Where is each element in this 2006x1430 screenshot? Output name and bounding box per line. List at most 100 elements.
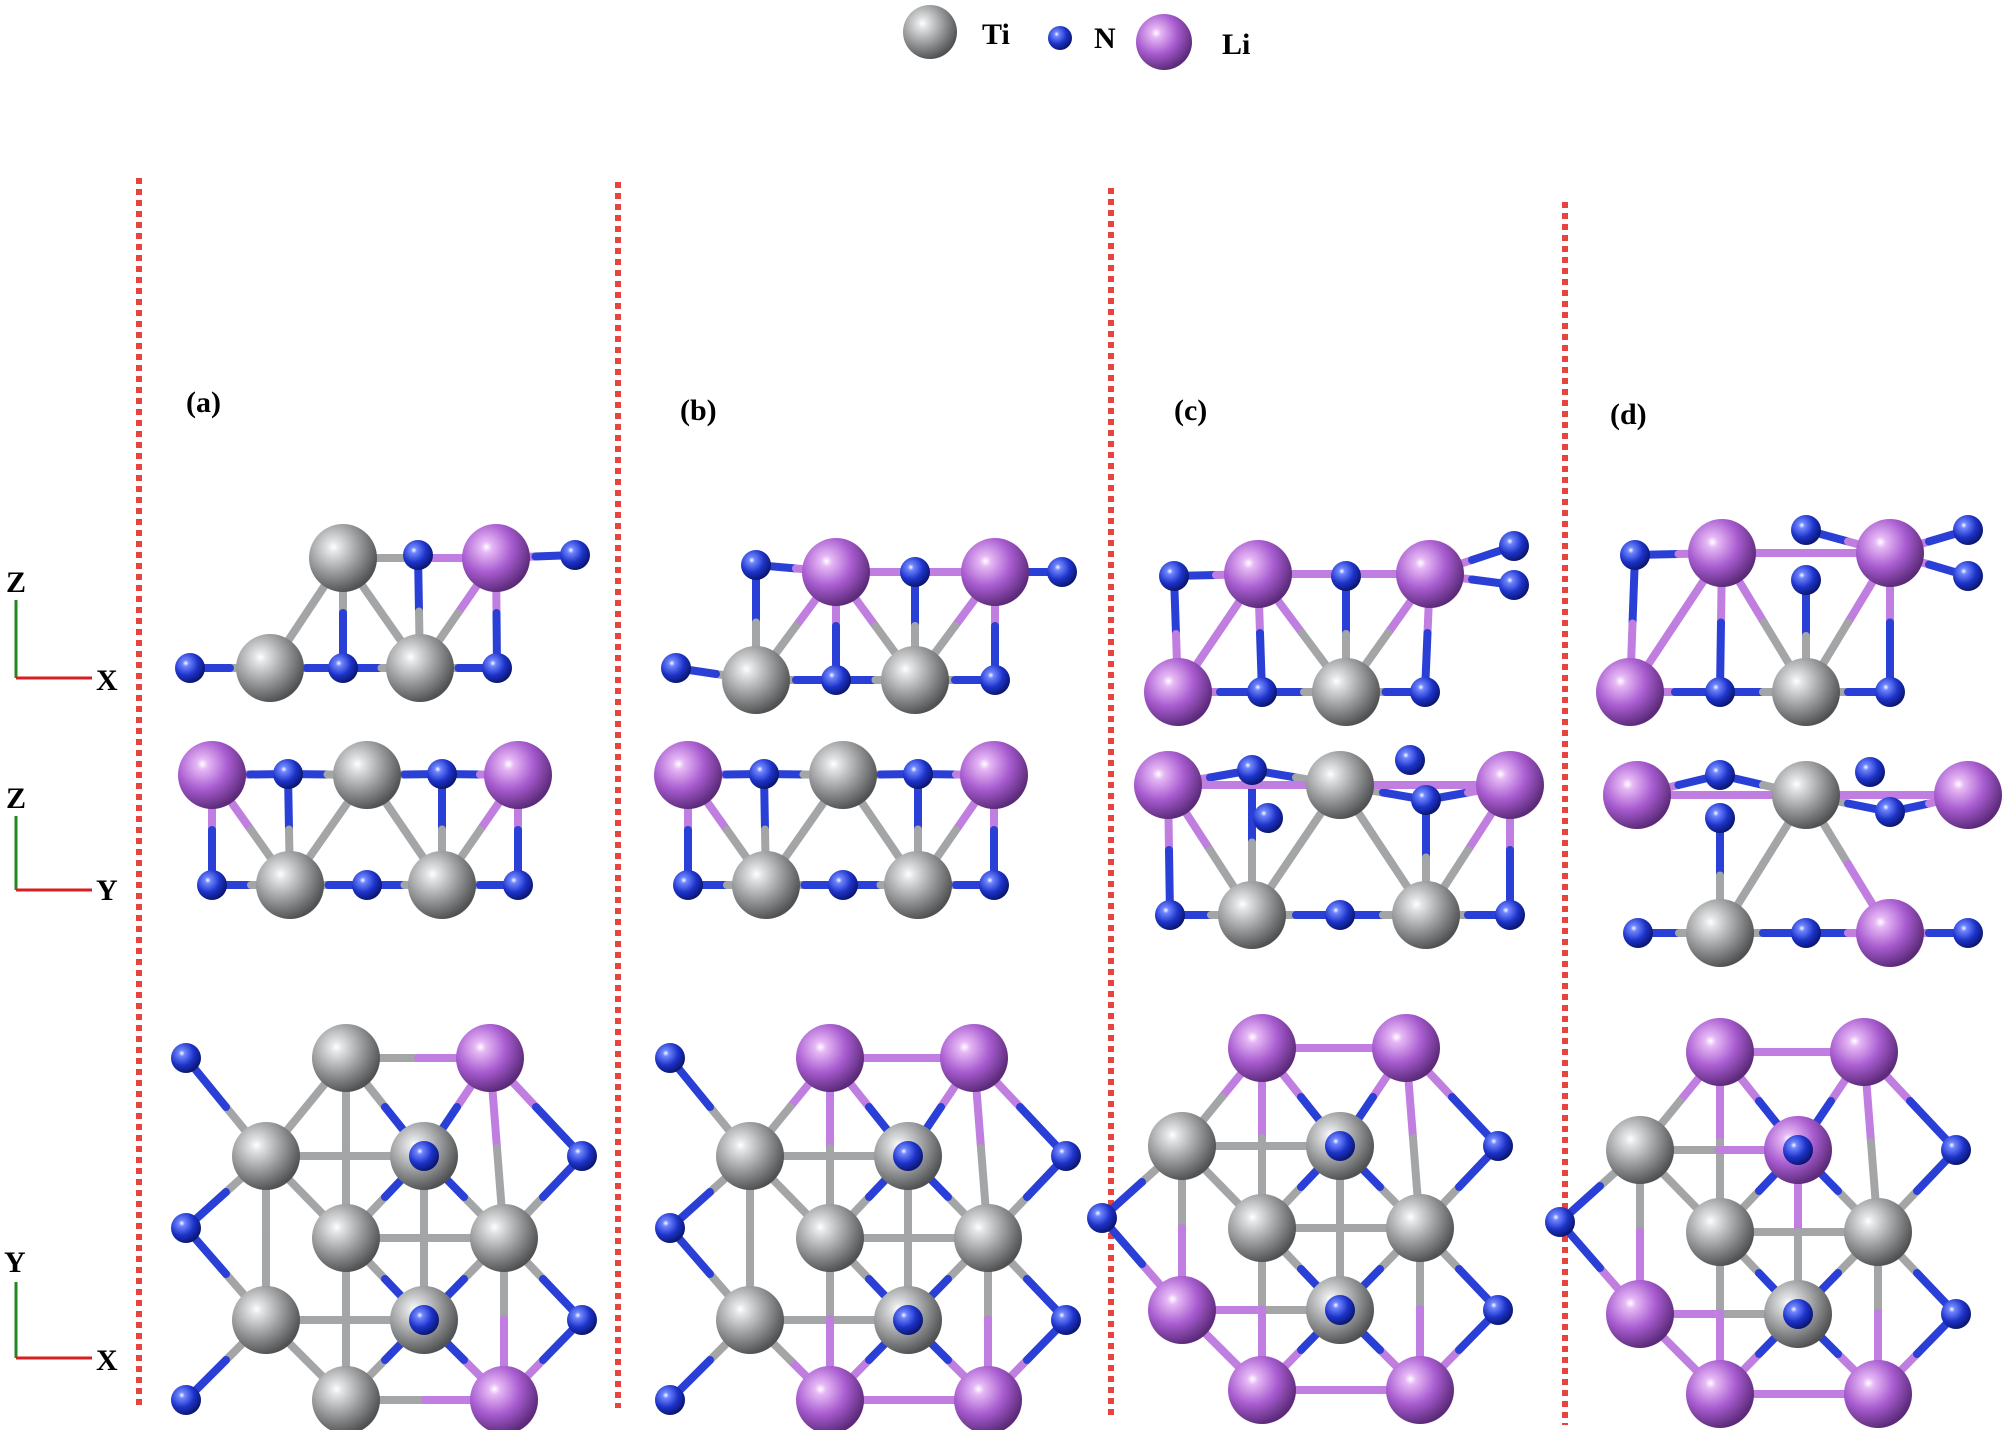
n-atom: [1237, 755, 1267, 785]
ti-atom: [1312, 658, 1380, 726]
axis-indicator-zy: Z Y: [6, 782, 118, 907]
n-atom: [1791, 565, 1821, 595]
n-atom: [741, 550, 771, 580]
structure-d-zx: [1596, 515, 1983, 726]
axis-label-vertical: Z: [6, 782, 26, 815]
legend-label-li: Li: [1222, 28, 1250, 61]
n-atom: [1499, 570, 1529, 600]
li-atom: [802, 538, 870, 606]
ti-atom: [716, 1122, 784, 1190]
n-atom: [1253, 803, 1283, 833]
n-atom: [1047, 557, 1077, 587]
n-atom: [1783, 1299, 1813, 1329]
axis-indicator-zx: Z X: [6, 566, 118, 697]
li-atom: [470, 1366, 538, 1430]
li-atom: [1134, 751, 1202, 819]
ti-atom: [1606, 1116, 1674, 1184]
n-atom: [427, 759, 457, 789]
ti-atom: [1386, 1194, 1454, 1262]
n-atom: [828, 870, 858, 900]
structure-b-zx: [661, 538, 1077, 714]
li-atom: [1934, 761, 2002, 829]
n-atom: [1623, 918, 1653, 948]
li-atom: [1830, 1018, 1898, 1086]
n-atom: [1325, 1295, 1355, 1325]
structure-c-zy: [1134, 745, 1544, 949]
li-atom: [456, 1024, 524, 1092]
n-atom: [979, 870, 1009, 900]
li-atom: [1856, 899, 1924, 967]
n-atom: [893, 1305, 923, 1335]
structure-d-yx: [1545, 1018, 1971, 1428]
li-atom: [1606, 1280, 1674, 1348]
ti-atom: [232, 1122, 300, 1190]
li-atom: [1476, 751, 1544, 819]
n-atom: [1783, 1135, 1813, 1165]
ti-atom: [1772, 658, 1840, 726]
ti-atom: [809, 741, 877, 809]
ti-atom: [884, 851, 952, 919]
n-atom: [655, 1213, 685, 1243]
n-atom: [1159, 561, 1189, 591]
n-atom: [409, 1141, 439, 1171]
ti-atom: [716, 1286, 784, 1354]
n-atom: [1495, 900, 1525, 930]
ti-atom: [1306, 751, 1374, 819]
li-atom: [1148, 1276, 1216, 1344]
n-atom: [655, 1385, 685, 1415]
n-atom: [1953, 918, 1983, 948]
ti-atom: [312, 1024, 380, 1092]
li-atom: [1596, 658, 1664, 726]
n-atom: [567, 1141, 597, 1171]
li-atom: [1224, 540, 1292, 608]
structure-c-zx: [1144, 531, 1529, 726]
n-atom: [1051, 1141, 1081, 1171]
n-atom: [1875, 677, 1905, 707]
structure-c-yx: [1087, 1014, 1513, 1424]
n-atom: [1325, 1131, 1355, 1161]
li-atom: [1386, 1356, 1454, 1424]
ti-atom: [232, 1286, 300, 1354]
li-atom: [1372, 1014, 1440, 1082]
n-atom: [482, 653, 512, 683]
ti-atom: [309, 524, 377, 592]
n-atom: [1410, 677, 1440, 707]
n-atom: [560, 540, 590, 570]
n-atom: [661, 653, 691, 683]
n-atom: [1941, 1299, 1971, 1329]
panel-label-b: (b): [680, 394, 717, 427]
separators: [136, 178, 1568, 1425]
n-atom: [1411, 785, 1441, 815]
ti-atom: [408, 851, 476, 919]
n-atom: [503, 870, 533, 900]
n-atom: [1325, 900, 1355, 930]
n-atom: [893, 1141, 923, 1171]
n-atom: [821, 665, 851, 695]
legend-label-ti: Ti: [982, 18, 1010, 51]
n-atom: [352, 870, 382, 900]
li-atom: [1228, 1356, 1296, 1424]
n-atom: [567, 1305, 597, 1335]
ti-atom: [1148, 1112, 1216, 1180]
axis-label-vertical: Z: [6, 566, 26, 599]
n-atom: [1941, 1135, 1971, 1165]
legend-item-li: Li: [1136, 14, 1250, 70]
ti-atom: [1228, 1194, 1296, 1262]
li-atom: [1856, 519, 1924, 587]
li-atom: [1688, 519, 1756, 587]
ti-atom: [312, 1366, 380, 1430]
n-atom: [1087, 1203, 1117, 1233]
li-atom: [462, 524, 530, 592]
n-atom: [1875, 797, 1905, 827]
li-atom-icon: [1136, 14, 1192, 70]
li-atom: [796, 1366, 864, 1430]
n-atom: [1499, 531, 1529, 561]
li-atom: [940, 1024, 1008, 1092]
li-atom: [1603, 761, 1671, 829]
axis-label-horizontal: Y: [96, 874, 118, 907]
legend-label-n: N: [1094, 22, 1116, 55]
structure-a-zx: [175, 524, 590, 702]
ti-atom: [1772, 761, 1840, 829]
ti-atom: [312, 1204, 380, 1272]
